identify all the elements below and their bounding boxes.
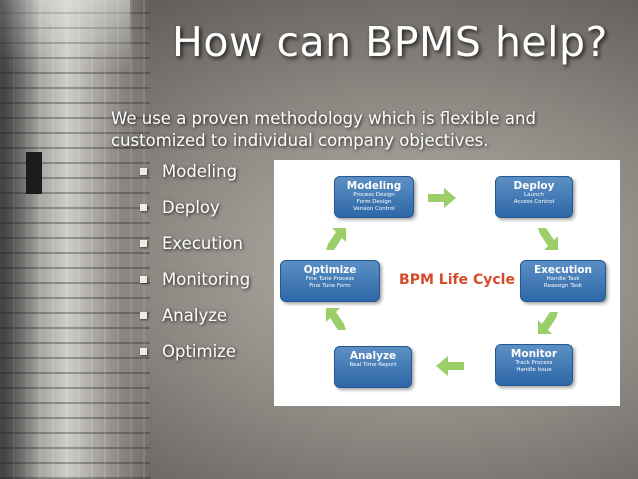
bullet-label: Monitoring [162,270,251,289]
bullet-label: Deploy [162,198,220,217]
arrow-up-right-icon [326,228,346,250]
bpm-lifecycle-diagram: Modeling Process Design Form Design Vers… [274,160,620,406]
intro-text: We use a proven methodology which is fle… [111,108,631,152]
arrow-left-icon [436,356,464,376]
arrow-right-icon [428,188,456,208]
intro-line-1: We use a proven methodology which is fle… [111,109,536,128]
bullet-label: Analyze [162,306,228,325]
intro-line-2: customized to individual company objecti… [111,131,489,150]
stage-sub: Fine Tune Process [305,276,355,282]
stage-title: Analyze [349,350,397,362]
stage-monitor: Monitor Track Process Handle Issue [495,344,573,386]
square-bullet-icon [140,204,147,211]
bullet-label: Modeling [162,162,238,181]
arrow-down-left-icon [538,312,558,334]
square-bullet-icon [140,348,147,355]
stage-sub: Track Process [515,360,553,366]
stage-title: Optimize [303,264,357,276]
stage-deploy: Deploy Launch Access Control [495,176,573,218]
slide-title: How can BPMS help? [172,18,608,66]
stage-sub: Process Design [353,192,395,198]
stage-modeling: Modeling Process Design Form Design Vers… [334,176,414,218]
stage-sub: Fine Tune Form [309,283,351,289]
bullet-item-monitoring: Monitoring [138,268,278,304]
bullet-item-execution: Execution [138,232,278,268]
stage-sub: Form Design [356,199,392,205]
building-window [26,152,42,194]
stage-sub: Handle Task [546,276,580,282]
stage-sub: Handle Issue [516,367,552,373]
stage-sub: Reassign Task [543,283,583,289]
bullet-list: Modeling Deploy Execution Monitoring Ana… [138,160,278,376]
stage-sub: Real Time Report [349,362,397,368]
bullet-item-deploy: Deploy [138,196,278,232]
stage-sub: Access Control [513,199,555,205]
square-bullet-icon [140,168,147,175]
stage-optimize: Optimize Fine Tune Process Fine Tune For… [280,260,380,302]
bullet-item-analyze: Analyze [138,304,278,340]
square-bullet-icon [140,312,147,319]
stage-title: Monitor [510,348,558,360]
bullet-item-modeling: Modeling [138,160,278,196]
bullet-item-optimize: Optimize [138,340,278,376]
stage-title: Deploy [513,180,555,192]
stage-analyze: Analyze Real Time Report [334,346,412,388]
stage-title: Execution [533,264,593,276]
stage-sub: Launch [524,192,544,198]
building-shadow [0,0,40,479]
arrow-down-right-icon [538,228,558,250]
square-bullet-icon [140,240,147,247]
center-label: BPM Life Cycle [399,272,515,288]
stage-title: Modeling [346,180,402,192]
stage-sub: Version Control [353,206,395,212]
bullet-label: Optimize [162,342,236,361]
bullet-label: Execution [162,234,243,253]
square-bullet-icon [140,276,147,283]
arrow-up-left-icon [326,308,346,330]
stage-execution: Execution Handle Task Reassign Task [520,260,606,302]
